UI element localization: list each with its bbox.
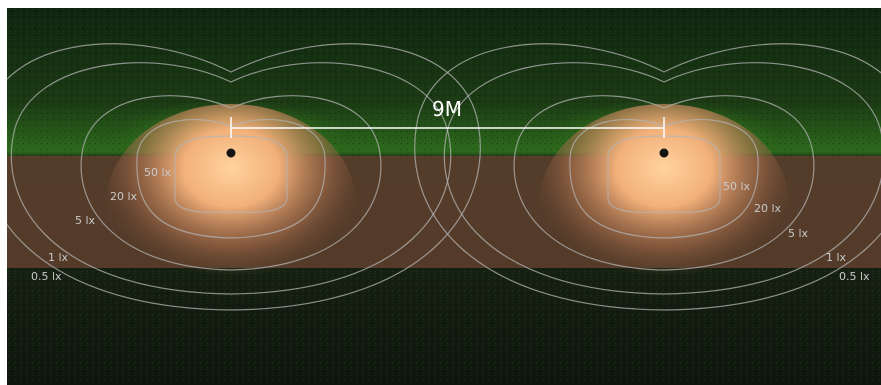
lamp-right <box>659 148 669 158</box>
label-5lx-left: 5 lx <box>75 214 96 227</box>
contour-50-left <box>174 135 288 214</box>
isolux-contours-left <box>7 43 481 311</box>
contour-05-right <box>414 43 881 311</box>
contour-5-left <box>80 95 382 271</box>
contour-20-right <box>569 119 759 239</box>
label-1lx-left: 1 lx <box>48 251 69 264</box>
lighting-diagram: 9M 50 lx 20 lx 5 lx 1 lx 0.5 lx 50 lx 20… <box>7 8 881 385</box>
label-05lx-left: 0.5 lx <box>31 270 62 283</box>
label-05lx-right: 0.5 lx <box>839 270 870 283</box>
label-20lx-right: 20 lx <box>754 202 782 215</box>
light-pool-left <box>106 104 356 304</box>
spacing-dimension <box>230 117 665 138</box>
contour-20-left <box>136 119 326 239</box>
isolux-contours-right <box>414 43 881 311</box>
isolux-plot: 9M 50 lx 20 lx 5 lx 1 lx 0.5 lx 50 lx 20… <box>7 8 881 385</box>
contour-1-left <box>10 62 452 295</box>
contour-50-right <box>607 135 721 214</box>
label-20lx-left: 20 lx <box>110 190 138 203</box>
spacing-label: 9M <box>432 97 462 121</box>
lamp-left <box>226 148 236 158</box>
contour-5-right <box>513 95 815 271</box>
contour-1-right <box>443 62 881 295</box>
contour-05-left <box>7 43 481 311</box>
label-50lx-right: 50 lx <box>723 180 751 193</box>
light-pool-right <box>539 104 789 304</box>
label-5lx-right: 5 lx <box>788 227 809 240</box>
label-50lx-left: 50 lx <box>144 166 172 179</box>
label-1lx-right: 1 lx <box>826 251 847 264</box>
